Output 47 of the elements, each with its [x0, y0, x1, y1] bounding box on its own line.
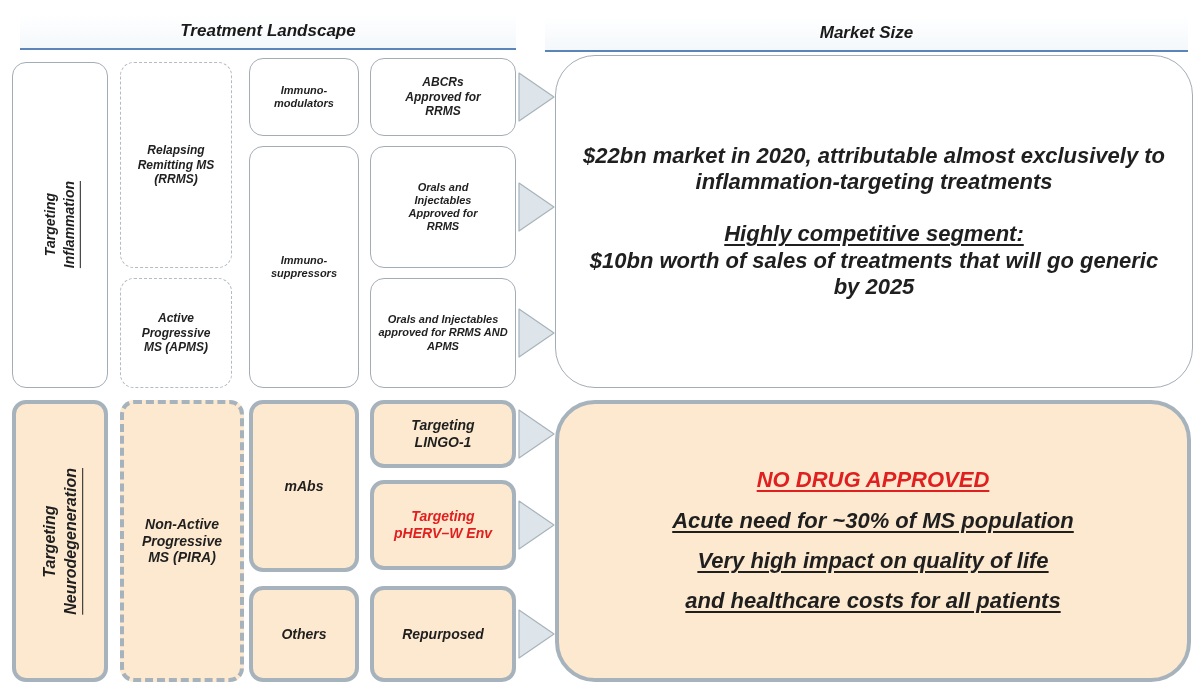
node-text-line: $10bn worth of sales of treatments that will go generic by 2025: [588, 247, 1160, 301]
category-band: [12, 62, 108, 388]
node-text: Orals and Injectables Approved for RRMS: [407, 180, 479, 234]
vertical-label: Inflammation: [61, 181, 78, 269]
node-text: Targeting LINGO-1: [410, 417, 476, 451]
node-text: mAbs: [284, 477, 324, 495]
chevron-arrow: [518, 500, 555, 550]
node-text-line: Acute need for ~30% of MS population: [672, 507, 1074, 534]
node-text-line: Very high impact on quality of life: [697, 548, 1049, 575]
node-text: Orals and Injectables approved for RRMS AND APMS: [377, 313, 509, 353]
market-summary-box: [555, 55, 1193, 388]
chevron-arrow: [518, 72, 555, 122]
segment-box: [249, 58, 359, 136]
segment-box: [370, 586, 516, 682]
segment-box: [249, 146, 359, 388]
node-text-line: and healthcare costs for all patients: [685, 588, 1061, 615]
node-text: Repurposed: [402, 625, 484, 643]
segment-box: [370, 400, 516, 468]
chevron-arrow: [518, 182, 555, 232]
node-text: Immuno-suppressors: [270, 253, 338, 281]
node-text-line: Highly competitive segment:: [724, 221, 1024, 248]
segment-box: [370, 278, 516, 388]
segment-box: [370, 146, 516, 268]
segment-box: [120, 278, 232, 388]
node-text: Immuno-modulators: [273, 83, 335, 111]
segment-box: [120, 62, 232, 268]
segment-box: [370, 480, 516, 570]
node-text: Others: [281, 625, 327, 643]
segment-box: [249, 400, 359, 572]
chevron-arrow: [518, 409, 555, 459]
market-summary-box: [555, 400, 1191, 682]
node-text: $22bn market in 2020, attributable almost exclusively to inflammation-targeting treatments: [582, 142, 1166, 196]
node-text: Targeting pHERV–W Env: [392, 508, 494, 542]
vertical-label: Neurodegeneration: [61, 467, 80, 615]
node-text: Relapsing Remitting MS (RRMS): [136, 143, 216, 187]
node-text: Active Progressive MS (APMS): [140, 311, 212, 355]
node-text: ABCRs Approved for RRMS: [404, 75, 482, 119]
chevron-arrow: [518, 308, 555, 358]
vertical-label: Targeting: [39, 504, 59, 578]
node-text: Non-Active Progressive MS (PIRA): [140, 515, 224, 567]
segment-box: [249, 586, 359, 682]
chevron-arrow: [518, 609, 555, 659]
category-band: [12, 400, 108, 682]
vertical-label: Targeting: [42, 193, 59, 257]
node-text: NO DRUG APPROVED: [756, 467, 990, 494]
segment-box: [120, 400, 244, 682]
segment-box: [370, 58, 516, 136]
